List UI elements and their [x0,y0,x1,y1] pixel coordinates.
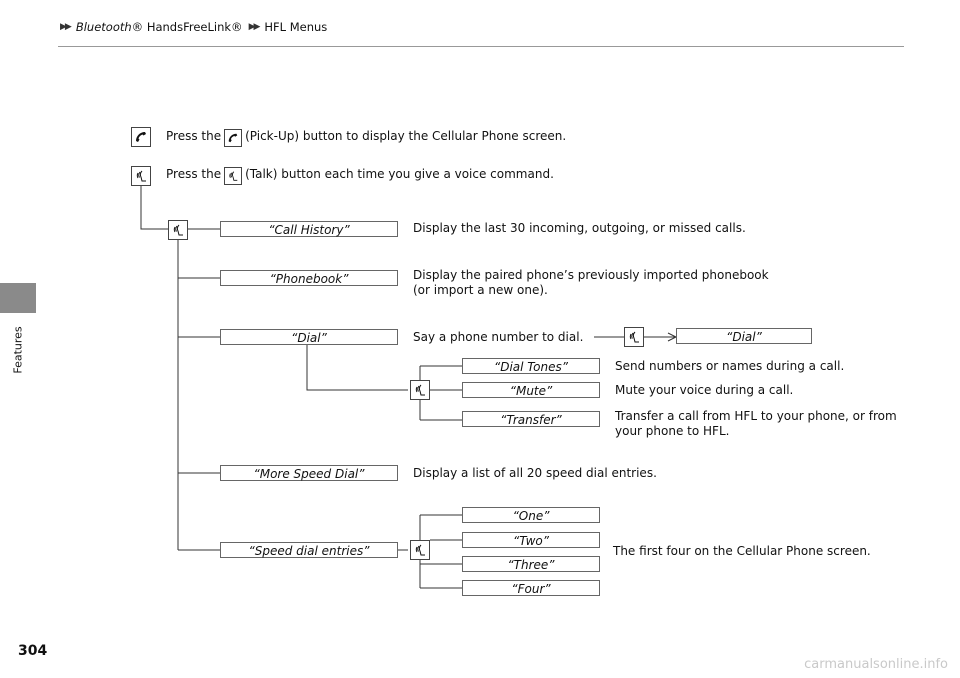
command-dial-tones: “Dial Tones” [462,358,600,374]
command-mute: “Mute” [462,382,600,398]
command-more-speed-dial: “More Speed Dial” [220,465,398,481]
description-transfer-line1: Transfer a call from HFL to your phone, … [615,409,897,423]
header-divider [58,46,904,47]
description-transfer-line2: your phone to HFL. [615,424,730,438]
description-dial: Say a phone number to dial. [413,330,584,344]
command-speed-dial-entries: “Speed dial entries” [220,542,398,558]
breadcrumb-item-hfl-menus: HFL Menus [264,20,328,34]
watermark: carmanualsonline.info [804,657,948,672]
talk-icon [410,540,430,560]
command-three: “Three” [462,556,600,572]
description-more-speed-dial: Display a list of all 20 speed dial entr… [413,466,657,480]
command-call-history: “Call History” [220,221,398,237]
breadcrumb-item-bluetooth: Bluetooth® HandsFreeLink® [75,20,243,34]
command-phonebook: “Phonebook” [220,270,398,286]
talk-icon [224,167,243,185]
section-tab [0,283,36,313]
pickup-phone-icon [131,127,151,147]
description-mute: Mute your voice during a call. [615,383,794,397]
command-one: “One” [462,507,600,523]
talk-icon [168,220,188,240]
talk-icon [131,166,151,186]
description-call-history: Display the last 30 incoming, outgoing, … [413,221,746,235]
command-transfer: “Transfer” [462,411,600,427]
command-dial: “Dial” [220,329,398,345]
command-four: “Four” [462,580,600,596]
command-two: “Two” [462,532,600,548]
description-dial-tones: Send numbers or names during a call. [615,359,845,373]
pickup-phone-icon [224,129,243,147]
breadcrumb-arrow-icon: ▶▶ [248,22,261,32]
description-phonebook-line1: Display the paired phone’s previously im… [413,268,769,282]
description-speed-dial-entries: The first four on the Cellular Phone scr… [613,544,871,558]
command-dial-number: “Dial” [676,328,812,344]
page-number: 304 [18,643,48,659]
pickup-instruction: Press the(Pick-Up) button to display the… [166,129,566,147]
breadcrumb-arrow-icon: ▶▶ [60,22,72,32]
talk-instruction: Press the(Talk) button each time you giv… [166,167,554,185]
talk-icon [410,380,430,400]
breadcrumb: ▶▶ Bluetooth® HandsFreeLink® ▶▶ HFL Menu… [60,20,327,34]
talk-icon [624,327,644,347]
description-phonebook-line2: (or import a new one). [413,283,548,297]
